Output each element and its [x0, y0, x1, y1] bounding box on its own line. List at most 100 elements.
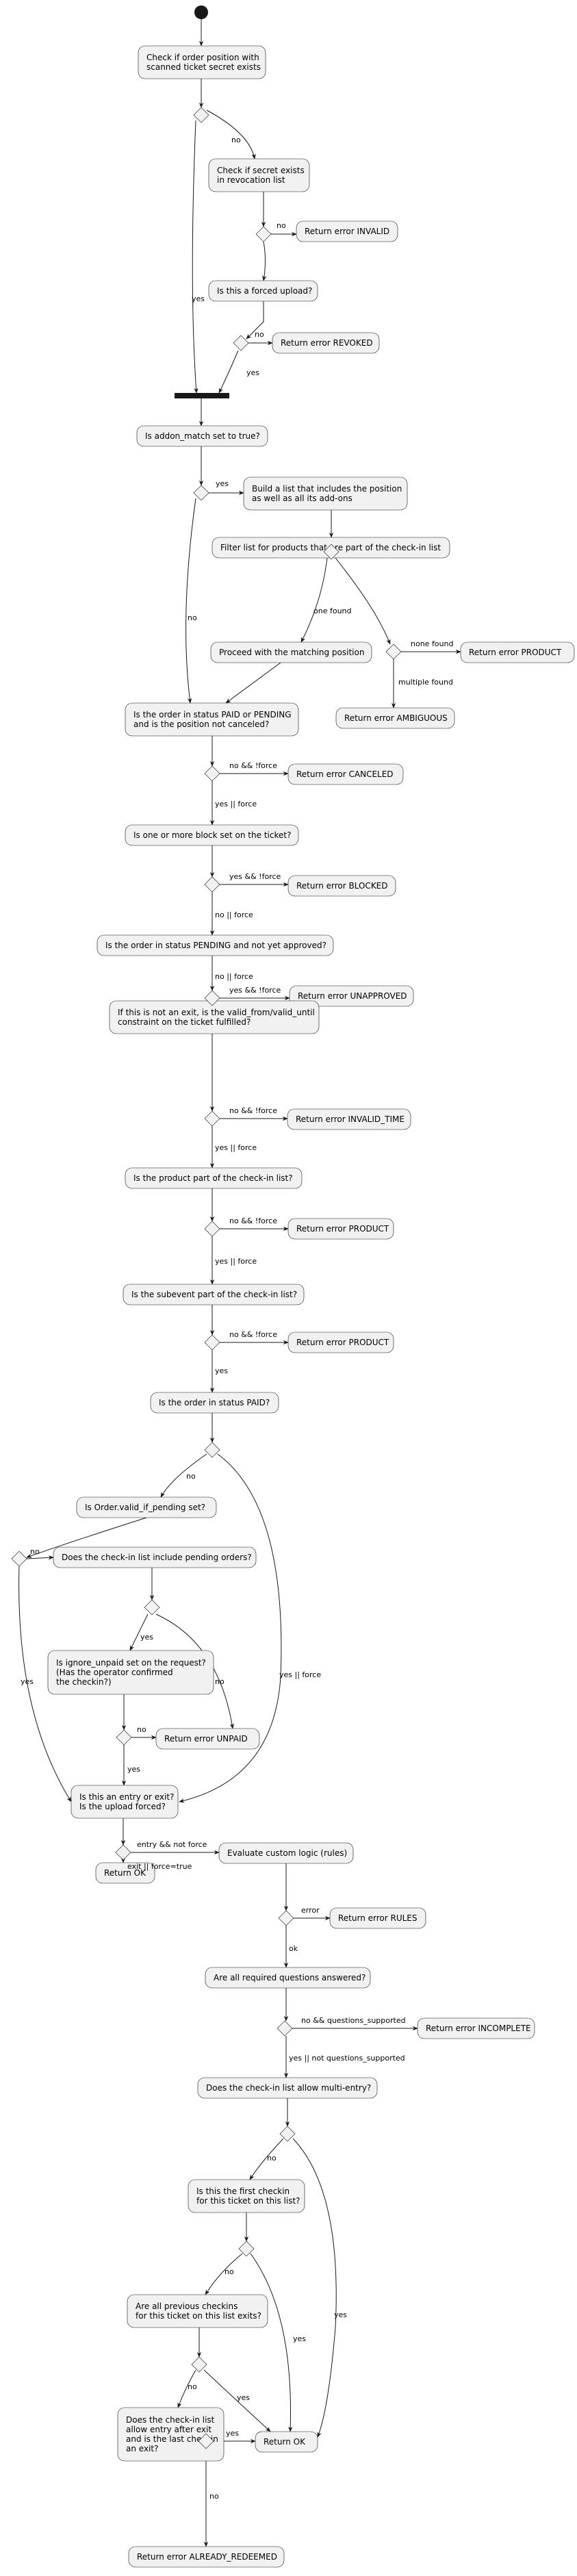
decision-d3 — [233, 335, 249, 351]
edge-label: no && !force — [229, 1106, 277, 1115]
edge — [160, 1453, 207, 1498]
decision-d22 — [198, 2433, 214, 2449]
edge-label: no — [277, 221, 286, 230]
edge-label: no — [215, 1677, 225, 1686]
node-n19: Evaluate custom logic (rules) — [218, 1842, 354, 1864]
edge — [246, 301, 264, 340]
node-r-rules: Return error RULES — [329, 1907, 426, 1929]
edge-label: yes && !force — [229, 986, 281, 995]
node-text: Return OK — [104, 1868, 146, 1878]
node-text: Return error PRODUCT — [469, 648, 562, 657]
edge — [250, 2253, 293, 2432]
node-text: Return error PRODUCT — [296, 1224, 389, 1234]
node-text: Proceed with the matching position — [219, 648, 364, 657]
node-n11: If this is not an exit, is the valid_fro… — [109, 1000, 320, 1034]
node-n16: Does the check-in list include pending o… — [53, 1546, 257, 1568]
node-text: an exit? — [126, 2444, 158, 2453]
edge-label: yes — [226, 2429, 239, 2438]
node-text: Is the order in status PAID or PENDING — [133, 710, 292, 719]
node-text: Return error RULES — [338, 1913, 418, 1923]
edge-label: yes || force — [279, 1670, 321, 1679]
node-text: Is the product part of the check-in list… — [133, 1173, 293, 1183]
node-text: as well as all its add-ons — [252, 494, 352, 503]
node-n9: Is one or more block set on the ticket? — [125, 824, 299, 846]
edge — [185, 498, 196, 704]
node-text: Is the subevent part of the check-in lis… — [131, 1290, 297, 1299]
edge — [292, 2138, 337, 2438]
node-text: (Has the operator confirmed — [56, 1668, 173, 1677]
edge-label: no — [225, 2267, 234, 2276]
node-n3: Is this a forced upload? — [208, 280, 318, 302]
node-r-ok1: Return OK — [95, 1862, 155, 1884]
edge-label: no — [188, 613, 197, 622]
node-r-invalid-time: Return error INVALID_TIME — [287, 1108, 411, 1130]
node-text: Is one or more block set on the ticket? — [133, 830, 291, 840]
edge-label: no && !force — [229, 1330, 277, 1339]
node-text: Is this a forced upload? — [217, 286, 312, 296]
node-n21: Does the check-in list allow multi-entry… — [197, 2077, 378, 2099]
edge-label: yes — [293, 2334, 306, 2343]
node-n5: Build a list that includes the positiona… — [243, 476, 408, 511]
node-text: Check if order position with — [146, 53, 259, 62]
node-text: Does the check-in list include pending o… — [62, 1553, 252, 1562]
decision-d19 — [279, 2126, 296, 2142]
edge — [18, 1566, 72, 1802]
start-node — [194, 5, 208, 19]
edge-label: no || force — [215, 910, 253, 919]
node-r-unapproved: Return error UNAPPROVED — [289, 985, 414, 1007]
edge — [249, 2138, 284, 2180]
node-r-already: Return error ALREADY_REDEEMED — [128, 2546, 285, 2568]
decision-d9 — [204, 1110, 220, 1127]
decision-d12 — [204, 1442, 220, 1458]
node-n15: Is Order.valid_if_pending set? — [76, 1496, 217, 1518]
edge-label: no && questions_supported — [301, 2016, 406, 2025]
edge — [205, 2253, 243, 2295]
edge — [26, 1555, 54, 1560]
edge — [300, 557, 328, 643]
node-text: and is the position not canceled? — [133, 719, 269, 729]
decision-d16 — [115, 1844, 131, 1861]
node-n18: Is this an entry or exit?Is the upload f… — [70, 1785, 179, 1819]
node-text: Return error BLOCKED — [296, 881, 388, 891]
node-text: Is Order.valid_if_pending set? — [85, 1503, 205, 1512]
decision-d8 — [204, 990, 220, 1006]
node-r-product3: Return error PRODUCT — [287, 1331, 394, 1353]
edge-label: yes && !force — [229, 872, 281, 881]
edge-label: no — [30, 1547, 40, 1556]
node-text: Is the order in status PENDING and not y… — [105, 941, 326, 950]
edge-label: yes — [192, 294, 205, 303]
edge-label: yes — [246, 368, 259, 377]
decision-d2 — [255, 226, 272, 242]
decision-d5b — [385, 643, 402, 660]
edge-label: yes — [21, 1677, 34, 1686]
edge-label: yes || force — [215, 1257, 257, 1266]
edge-label: none found — [411, 639, 453, 648]
node-text: Return error UNPAID — [164, 1734, 248, 1744]
node-text: the checkin?) — [56, 1677, 112, 1687]
edge — [177, 2369, 196, 2408]
edge-label: yes — [127, 1765, 140, 1774]
node-text: Return error PRODUCT — [296, 1338, 389, 1347]
edge-label: no — [137, 1725, 146, 1734]
node-text: Evaluate custom logic (rules) — [227, 1848, 347, 1858]
edge-label: no — [188, 2382, 197, 2391]
decision-d17 — [278, 1910, 294, 1926]
edge-label: yes || not questions_supported — [289, 2054, 405, 2063]
edge — [192, 120, 198, 394]
edge-label: multiple found — [398, 678, 453, 687]
node-text: Is ignore_unpaid set on the request? — [56, 1658, 206, 1668]
decision-d15 — [116, 1729, 132, 1746]
edge — [26, 1517, 147, 1558]
node-text: Return error AMBIGUOUS — [344, 713, 448, 723]
edge — [335, 557, 391, 645]
edge-label: no && !force — [229, 1216, 277, 1225]
node-text: in revocation list — [217, 175, 285, 185]
edge-label: no — [255, 330, 264, 339]
edge-label: yes — [334, 2310, 347, 2319]
edge-label: yes — [237, 2393, 250, 2402]
merge-bar — [175, 393, 229, 398]
